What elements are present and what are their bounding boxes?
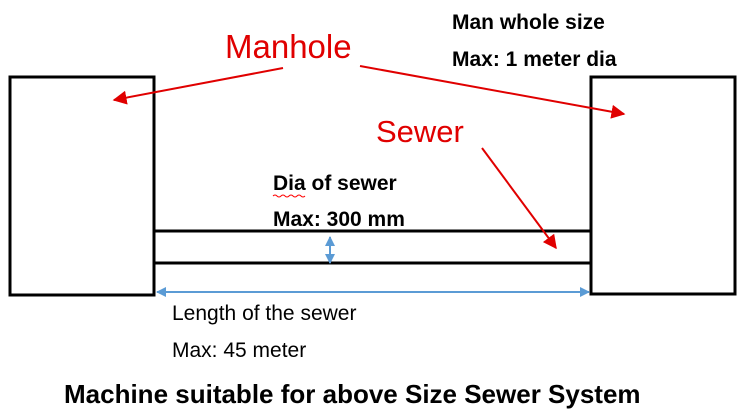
- left-manhole: [8, 75, 156, 297]
- manhole-size-value: Max: 1 meter dia: [452, 48, 617, 71]
- manhole-size-title: Man whole size: [452, 11, 605, 34]
- sewer-length-title: Length of the sewer: [172, 302, 356, 325]
- manhole-arrow-right: [359, 65, 626, 119]
- sewer-diameter-title: Dia of sewer: [273, 172, 397, 195]
- sewer-arrow: [481, 147, 557, 250]
- sewer-length-value: Max: 45 meter: [172, 339, 306, 362]
- sewer-diameter-value: Max: 300 mm: [273, 208, 405, 231]
- spellcheck-underline: [272, 194, 306, 198]
- manhole-label: Manhole: [225, 28, 352, 65]
- sewer-label: Sewer: [376, 114, 464, 149]
- manhole-arrow-left: [112, 67, 284, 105]
- diagram-caption: Machine suitable for above Size Sewer Sy…: [64, 379, 641, 409]
- right-manhole: [589, 75, 737, 296]
